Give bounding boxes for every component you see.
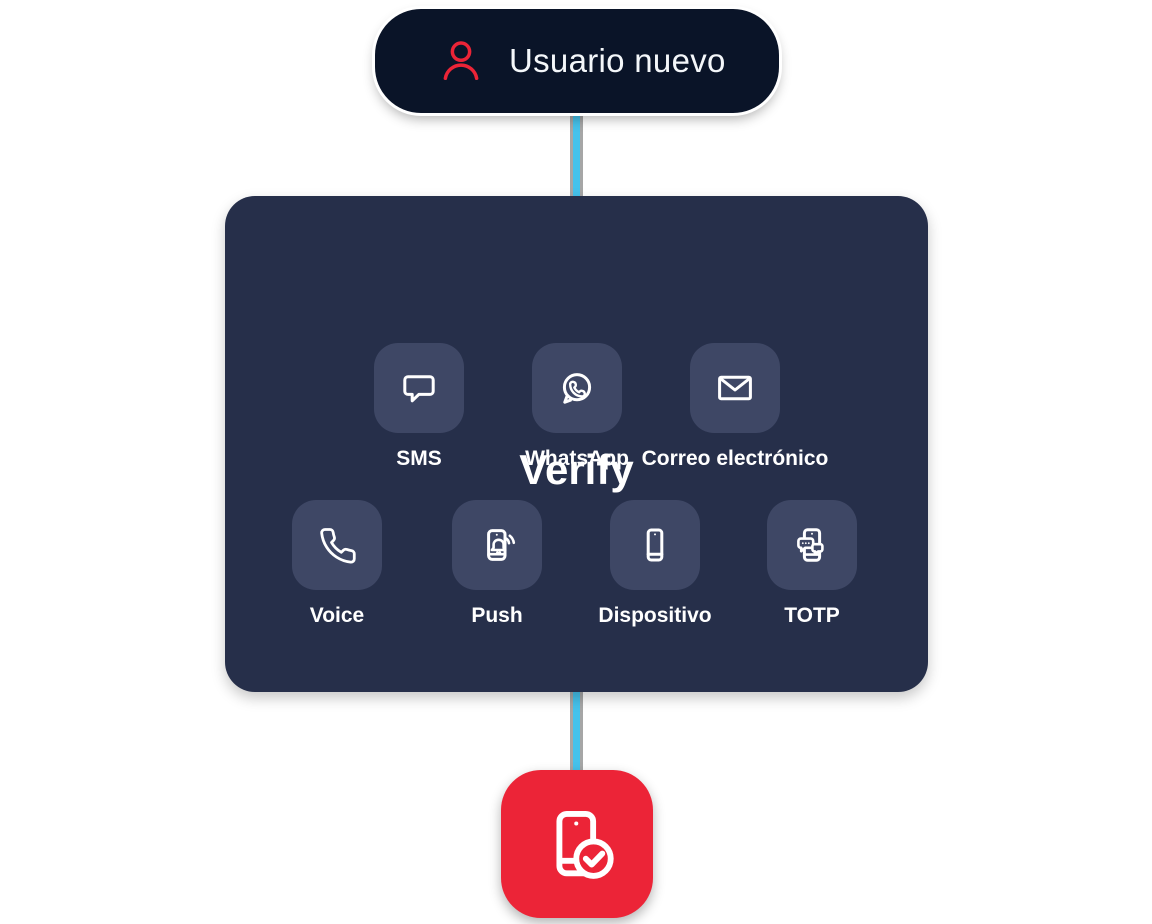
verify-card: Verify	[225, 196, 928, 692]
channel-label-sms: SMS	[396, 447, 442, 470]
totp-icon	[788, 521, 836, 569]
channel-label-email: Correo electrónico	[641, 447, 829, 470]
connector-top	[570, 104, 583, 206]
verify-title: Verify	[519, 446, 634, 493]
channel-label-push: Push	[471, 604, 523, 627]
connector-bottom-line	[573, 684, 580, 780]
channel-tile-push	[452, 500, 542, 590]
end-node-verified-device	[501, 770, 653, 918]
sms-chat-icon	[395, 364, 443, 412]
channel-tile-whatsapp	[532, 343, 622, 433]
email-icon	[711, 364, 759, 412]
start-node-usuario-nuevo: Usuario nuevo	[375, 9, 779, 113]
channel-tile-totp	[767, 500, 857, 590]
device-icon	[631, 521, 679, 569]
verified-device-icon	[533, 800, 621, 888]
channel-label-device: Dispositivo	[598, 604, 712, 627]
connector-bottom	[570, 684, 583, 780]
channel-tile-email	[690, 343, 780, 433]
channel-label-totp: TOTP	[784, 604, 840, 627]
start-node-label: Usuario nuevo	[509, 42, 726, 79]
push-notification-icon	[473, 521, 521, 569]
channel-tile-voice	[292, 500, 382, 590]
connector-top-line	[573, 104, 580, 206]
user-icon	[433, 33, 489, 89]
channel-tile-device	[610, 500, 700, 590]
voice-call-icon	[313, 521, 361, 569]
channel-label-whatsapp: WhatsApp	[525, 447, 629, 470]
channel-tile-sms	[374, 343, 464, 433]
whatsapp-icon	[553, 364, 601, 412]
channel-label-voice: Voice	[309, 604, 365, 627]
